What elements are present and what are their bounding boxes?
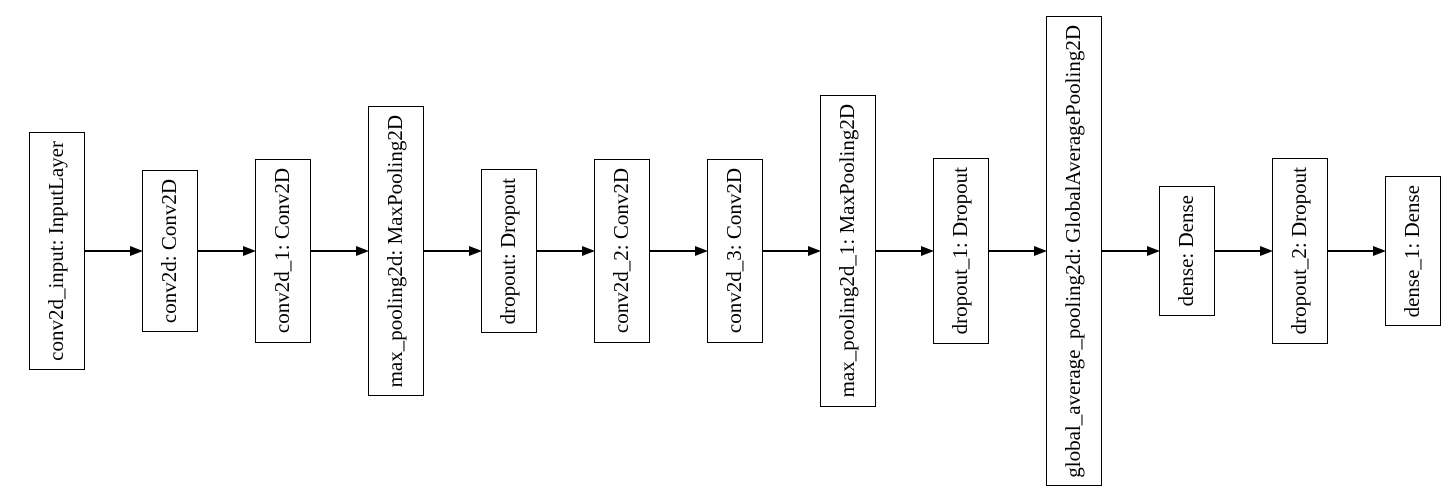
node-label: conv2d: Conv2D <box>157 178 182 324</box>
edge-line <box>424 250 473 252</box>
arrowhead-icon <box>695 246 708 256</box>
edge-dropout-2-to-dense-1 <box>1328 245 1386 257</box>
arrowhead-icon <box>921 246 934 256</box>
arrowhead-icon <box>243 246 256 256</box>
node-max-pooling2d-1: max_pooling2d_1: MaxPooling2D <box>820 95 876 407</box>
arrowhead-icon <box>130 246 143 256</box>
arrowhead-icon <box>1260 246 1273 256</box>
node-label: max_pooling2d_1: MaxPooling2D <box>835 104 860 398</box>
arrowhead-icon <box>808 246 821 256</box>
node-conv2d-1: conv2d_1: Conv2D <box>255 159 311 343</box>
edge-dropout-1-to-global-average-pooling2d <box>989 245 1047 257</box>
edge-line <box>876 250 925 252</box>
edge-line <box>198 250 247 252</box>
arrowhead-icon <box>1373 246 1386 256</box>
node-label: conv2d_1: Conv2D <box>270 168 295 334</box>
arrowhead-icon <box>1034 246 1047 256</box>
edge-global-average-pooling2d-to-dense <box>1102 245 1160 257</box>
node-label: dense_1: Dense <box>1400 184 1425 318</box>
node-dropout-1: dropout_1: Dropout <box>933 158 989 344</box>
node-dense-1: dense_1: Dense <box>1385 175 1441 327</box>
node-dropout: dropout: Dropout <box>481 168 537 334</box>
edge-line <box>763 250 812 252</box>
edge-line <box>1215 250 1264 252</box>
arrowhead-icon <box>1147 246 1160 256</box>
edge-dropout-to-conv2d-2 <box>537 245 595 257</box>
node-label: dropout_2: Dropout <box>1287 167 1312 335</box>
edge-conv2d-1-to-max-pooling2d <box>311 245 369 257</box>
edge-conv2d-3-to-max-pooling2d-1 <box>763 245 821 257</box>
node-max-pooling2d: max_pooling2d: MaxPooling2D <box>368 105 424 397</box>
node-conv2d: conv2d: Conv2D <box>142 169 198 333</box>
node-label: dropout_1: Dropout <box>948 167 973 335</box>
node-conv2d-3: conv2d_3: Conv2D <box>707 159 763 343</box>
node-label: conv2d_3: Conv2D <box>722 168 747 334</box>
arrowhead-icon <box>356 246 369 256</box>
edge-line <box>85 250 134 252</box>
edge-conv2d-2-to-conv2d-3 <box>650 245 708 257</box>
node-conv2d-2: conv2d_2: Conv2D <box>594 159 650 343</box>
edge-line <box>1102 250 1151 252</box>
edge-line <box>311 250 360 252</box>
node-label: global_average_pooling2d: GlobalAverageP… <box>1061 24 1086 478</box>
node-label: conv2d_input: InputLayer <box>44 141 69 361</box>
arrowhead-icon <box>582 246 595 256</box>
node-label: max_pooling2d: MaxPooling2D <box>383 114 408 388</box>
node-global-average-pooling2d: global_average_pooling2d: GlobalAverageP… <box>1046 15 1102 487</box>
node-label: dense: Dense <box>1174 195 1199 307</box>
node-label: conv2d_2: Conv2D <box>609 168 634 334</box>
edge-line <box>1328 250 1377 252</box>
edge-line <box>537 250 586 252</box>
edge-max-pooling2d-1-to-dropout-1 <box>876 245 934 257</box>
edge-line <box>650 250 699 252</box>
edge-conv2d-to-conv2d-1 <box>198 245 256 257</box>
arrowhead-icon <box>469 246 482 256</box>
node-dropout-2: dropout_2: Dropout <box>1272 158 1328 344</box>
edge-conv2d-input-to-conv2d <box>85 245 143 257</box>
edge-line <box>989 250 1038 252</box>
node-conv2d-input: conv2d_input: InputLayer <box>29 132 85 370</box>
edge-dense-to-dropout-2 <box>1215 245 1273 257</box>
node-label: dropout: Dropout <box>496 177 521 325</box>
edge-max-pooling2d-to-dropout <box>424 245 482 257</box>
node-dense: dense: Dense <box>1159 186 1215 316</box>
